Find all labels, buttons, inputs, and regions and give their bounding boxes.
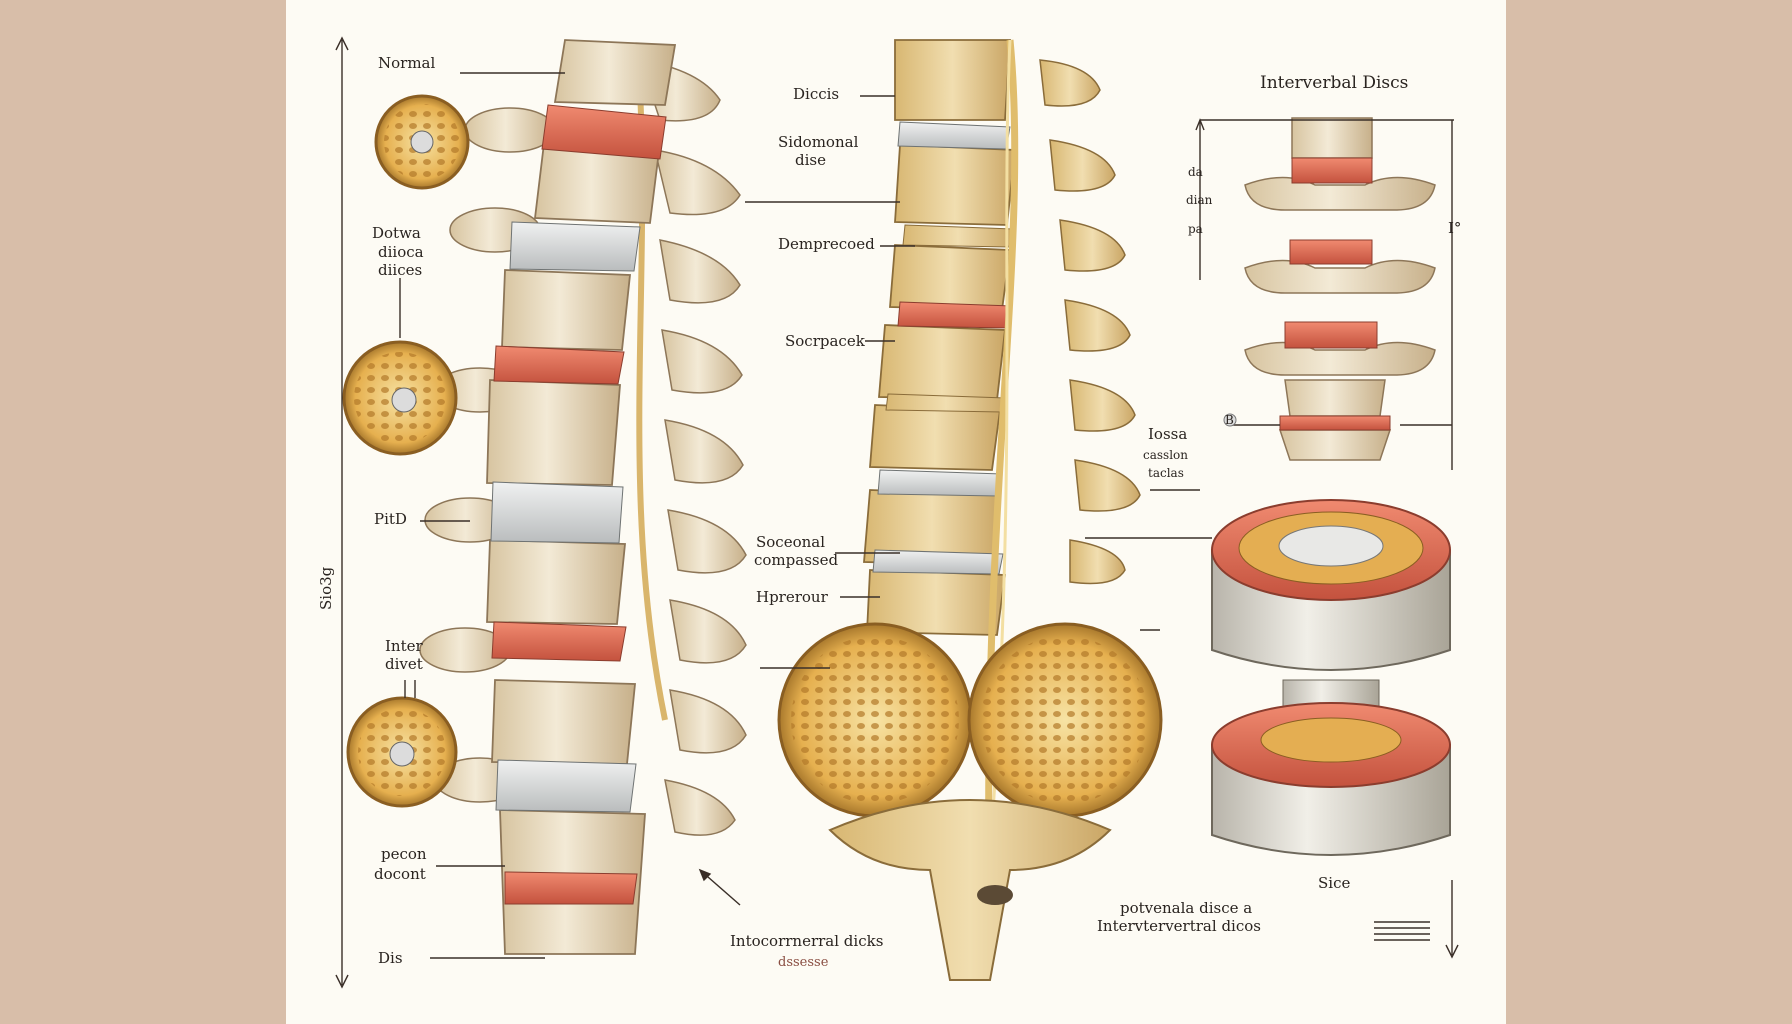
right-margin bbox=[1506, 0, 1792, 1024]
label-normal: Normal bbox=[378, 54, 436, 72]
right-spine bbox=[1244, 117, 1436, 461]
label-dowa-3: diices bbox=[378, 261, 423, 279]
label-loose-2: casslon bbox=[1143, 448, 1188, 462]
label-inter-1: Inter bbox=[385, 637, 423, 655]
label-roman: I° bbox=[1448, 219, 1462, 237]
label-dis: Dis bbox=[378, 949, 403, 967]
label-tick-2: dian bbox=[1186, 193, 1213, 207]
label-soceonal-2: compassed bbox=[754, 551, 839, 569]
label-pecon-2: docont bbox=[374, 865, 426, 883]
left-disc-sections bbox=[342, 94, 470, 808]
label-tick-1: da bbox=[1188, 165, 1203, 179]
label-dowa-1: Dotwa bbox=[372, 224, 421, 242]
label-discs: Diccis bbox=[793, 85, 840, 103]
label-pitd: PitD bbox=[374, 510, 407, 528]
label-hprerour: Hprerour bbox=[756, 588, 828, 606]
b-marker-dot bbox=[1223, 413, 1237, 427]
label-intervertebral-disease-2: dssesse bbox=[778, 955, 829, 970]
left-margin bbox=[0, 0, 286, 1024]
label-loose-1: Iossa bbox=[1148, 425, 1188, 443]
label-potvenala-2: Intervtervertral dicos bbox=[1097, 917, 1261, 935]
left-spine bbox=[419, 39, 747, 955]
label-slice: Sice bbox=[1318, 874, 1351, 892]
label-title: Interverbal Discs bbox=[1260, 73, 1409, 93]
label-sidomonal-1: Sidomonal bbox=[778, 133, 859, 151]
label-intervertebral-disease-1: Intocorrnerral dicks bbox=[730, 932, 884, 950]
label-loose-3: taclas bbox=[1148, 466, 1184, 480]
label-vertical-caption: Sio3g bbox=[317, 566, 335, 610]
label-b-marker: B bbox=[1225, 413, 1234, 427]
label-inter-2: divet bbox=[385, 655, 423, 673]
label-tick-3: pa bbox=[1188, 222, 1203, 236]
middle-spine bbox=[777, 39, 1163, 981]
label-dowa-2: diioca bbox=[378, 243, 424, 261]
leader-lines bbox=[335, 36, 1459, 989]
exploded-disc bbox=[1211, 499, 1451, 856]
label-potvenala-1: potvenala disce a bbox=[1120, 899, 1253, 917]
label-sidomonal-2: dise bbox=[795, 151, 826, 169]
label-socrpacek: Socrpacek bbox=[785, 332, 865, 350]
label-soceonal-1: Soceonal bbox=[756, 533, 826, 551]
label-pecon-1: pecon bbox=[381, 845, 427, 863]
label-deprpreced: Demprecoed bbox=[778, 235, 875, 253]
